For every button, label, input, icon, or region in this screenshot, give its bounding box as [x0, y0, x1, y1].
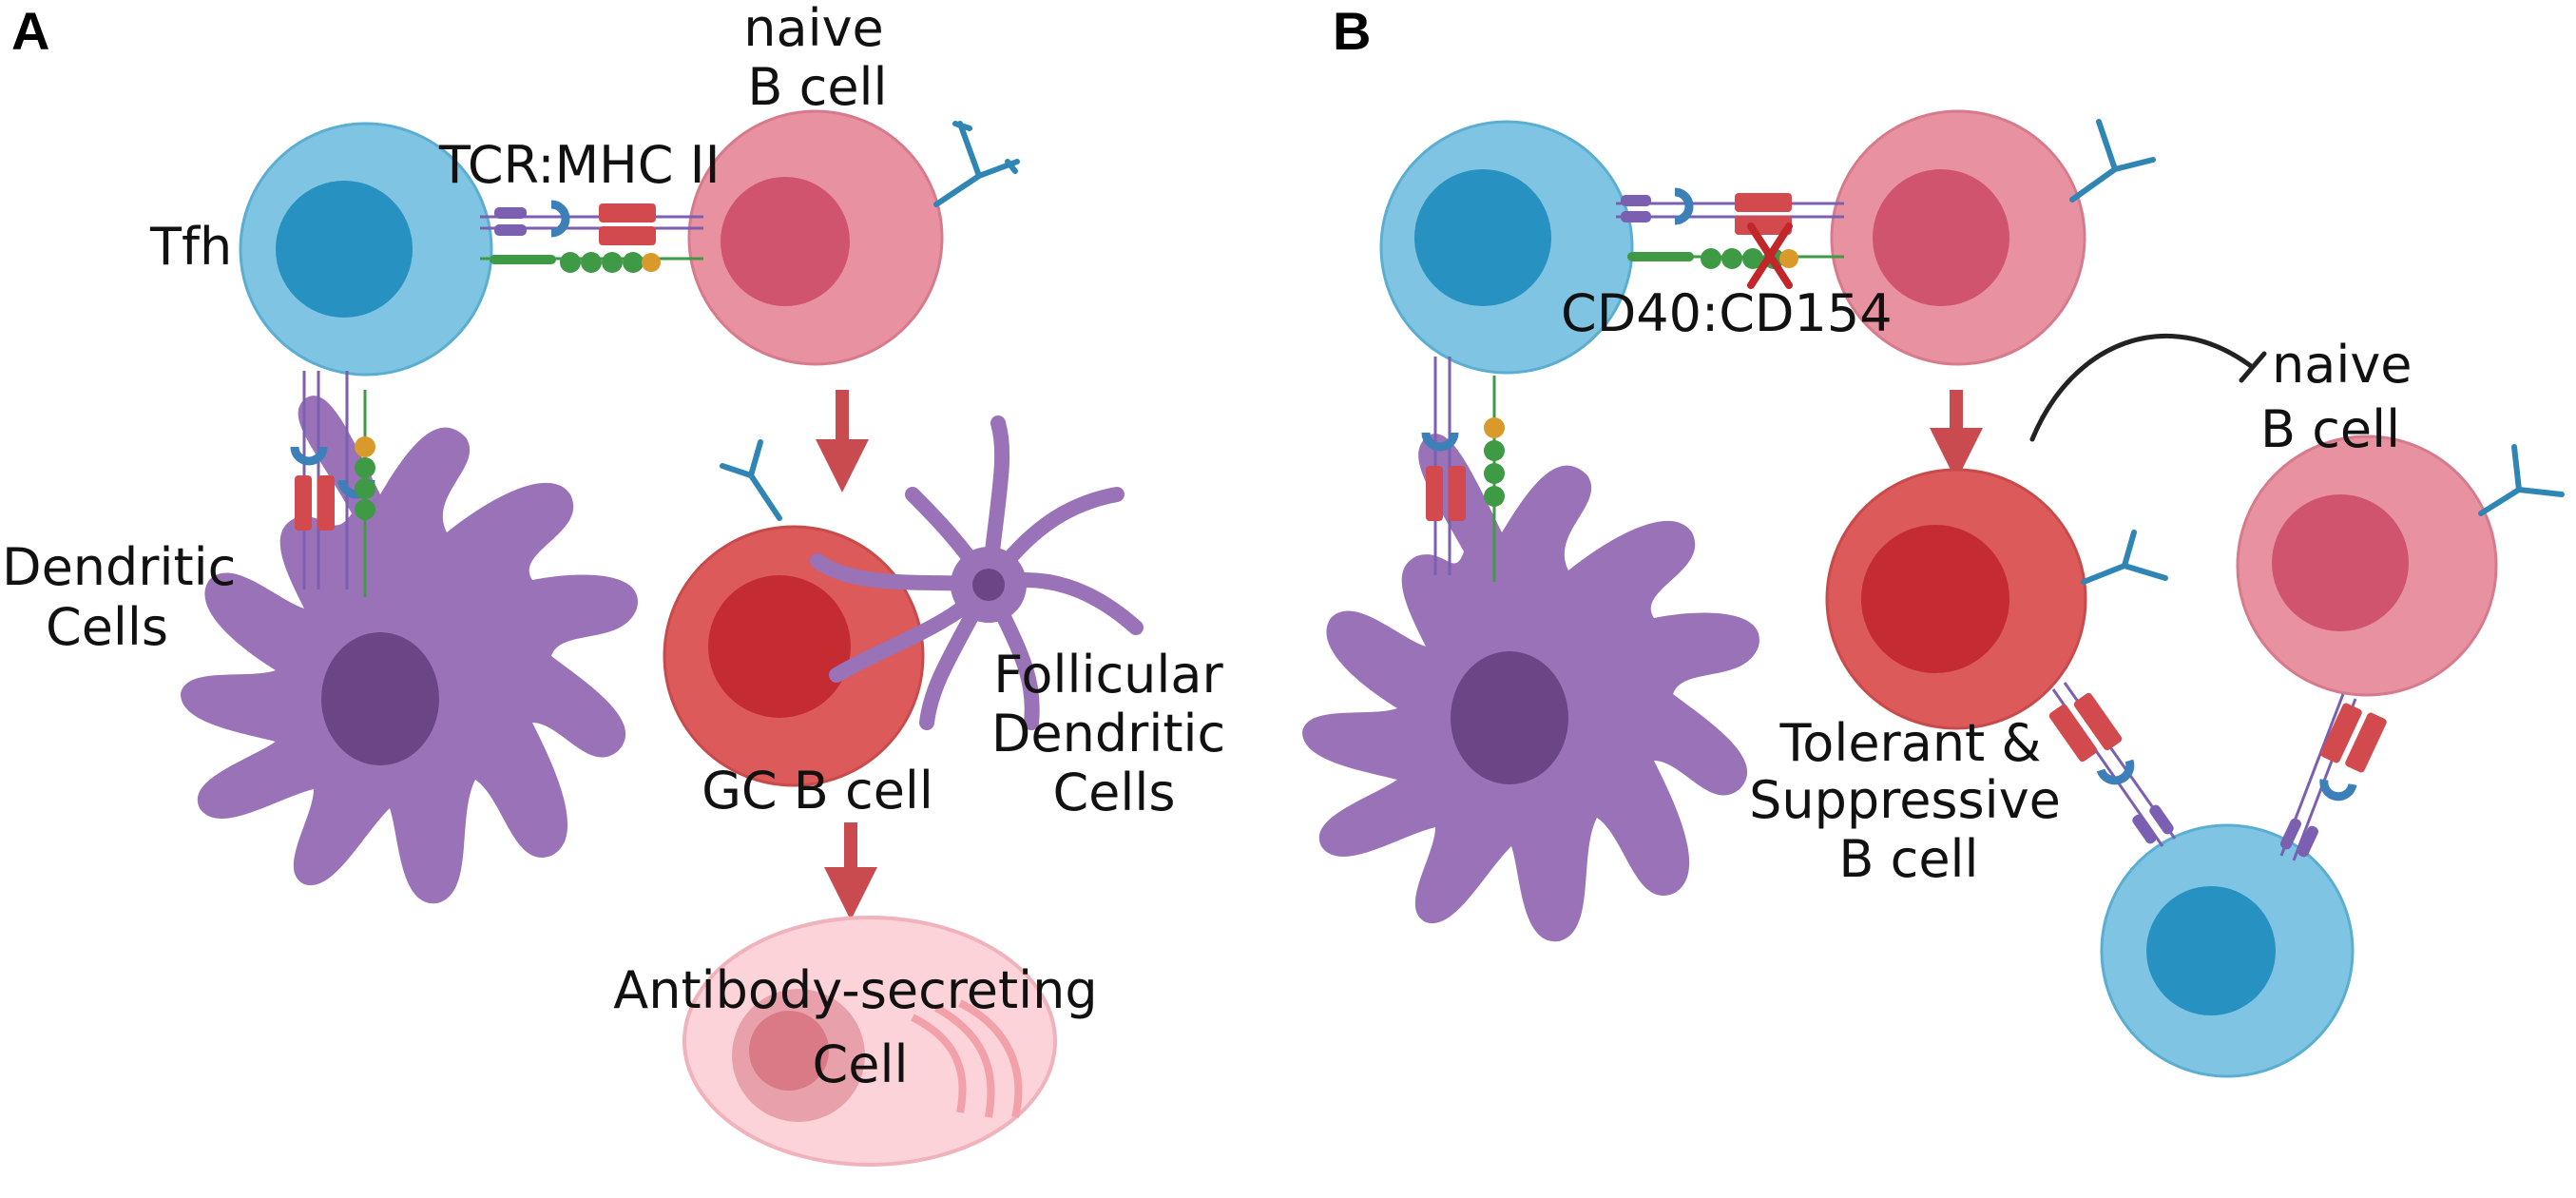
dc-nucleus-b [1451, 651, 1568, 784]
antibody-icon [2478, 444, 2565, 516]
label-tolerant-3: B cell [1838, 829, 1978, 889]
panel-letter-a: A [11, 1, 49, 61]
receptors-naive-to-tfh [2279, 693, 2387, 861]
label-tolerant-1: Tolerant & [1778, 713, 2041, 773]
label-tfh: Tfh [149, 217, 232, 277]
label-fdc-3: Cells [1052, 763, 1175, 822]
label-naive-b-b-1: naive [2272, 335, 2413, 395]
tfh-cell-a [239, 122, 493, 377]
tfh-cell-b-bottom [2100, 823, 2355, 1078]
antibody-icon [933, 121, 1020, 207]
naive-b-cell-b-top [1830, 109, 2086, 366]
fdc-nucleus [972, 569, 1005, 601]
label-gc-b-cell: GC B cell [702, 761, 933, 821]
label-asc-2: Cell [813, 1034, 909, 1094]
panel-letter-b: B [1333, 1, 1371, 61]
antibody-icon [720, 439, 782, 521]
receptors-tolerant-to-tfh [2048, 682, 2177, 847]
label-asc-1: Antibody-secreting [613, 960, 1097, 1020]
label-fdc-2: Dendritic [991, 704, 1225, 763]
label-fdc-1: Follicular [993, 645, 1223, 705]
tfh-dc-receptors-b [1421, 357, 1505, 582]
inhibition-arrow [2029, 333, 2267, 442]
gc-b-cell [663, 525, 925, 787]
dendritic-cell-a [181, 396, 638, 904]
label-dendritic-a-1: Dendritic [2, 537, 236, 597]
label-cd40-cd154: CD40:CD154 [1561, 283, 1893, 343]
label-naive-b-b-2: B cell [2260, 399, 2400, 459]
synapse-receptors-a [480, 200, 703, 273]
antibody-secreting-cell [682, 916, 1057, 1167]
label-naive-b-a-1: naive [743, 0, 884, 58]
label-tolerant-2: Suppressive [1749, 770, 2061, 830]
label-tcr-mhc: TCR:MHC II [438, 135, 721, 195]
label-dendritic-a-2: Cells [46, 597, 168, 657]
tfh-dc-receptors-a [290, 371, 375, 597]
naive-b-cell-b-right [2236, 435, 2498, 697]
tfh-cell-b-top [1379, 120, 1634, 375]
dc-nucleus-a [321, 632, 439, 765]
dendritic-cell-b [1302, 434, 1759, 942]
synapse-receptors-b [1616, 187, 1844, 269]
tolerant-suppressive-b-cell [1825, 468, 2087, 730]
antibody-icon [2069, 119, 2156, 203]
antibody-icon [2081, 530, 2168, 585]
naive-b-cell-a [687, 109, 944, 366]
label-naive-b-a-2: B cell [747, 57, 887, 117]
blocked-x-icon [1747, 222, 1793, 289]
